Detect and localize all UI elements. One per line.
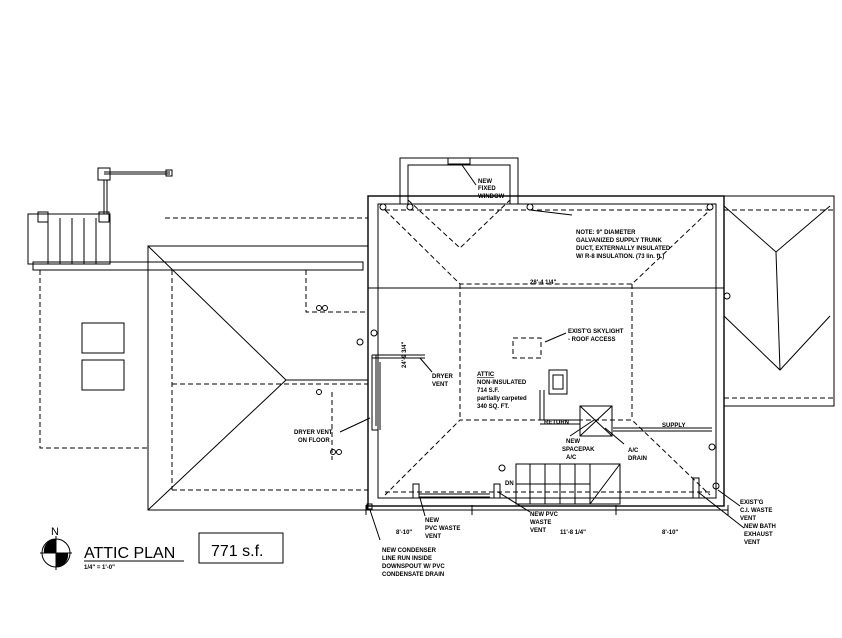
ci-waste-line: C.I. WASTE: [740, 508, 772, 514]
window-note-line: FIXED: [478, 186, 496, 192]
pvc-waste-vent-note-2: NEW PVC WASTE VENT: [530, 512, 559, 534]
attic-note-line: ATTIC: [477, 372, 495, 378]
condenser-note: NEW CONDENSER LINE RUN INSIDE DOWNSPOUT …: [382, 548, 445, 578]
window-note-line: WINDOW: [478, 194, 505, 200]
attic-note-line: 714 S.F.: [477, 388, 499, 394]
plan-scale: 1/4" = 1'-0": [84, 565, 115, 571]
dim-seg-mid: 11'-8 1/4": [560, 530, 586, 536]
condenser-line: DOWNSPOUT W/ PVC: [382, 564, 445, 570]
dimension-line-bottom: [365, 503, 729, 515]
bath-exhaust-vent-note: NEW BATH EXHAUST VENT: [744, 524, 776, 546]
attic-note-line: partially carpeted: [477, 396, 527, 402]
duct-note-line: GALVANIZED SUPPLY TRUNK: [576, 238, 662, 244]
dryer-vent-floor-note: DRYER VENT ON FLOOR: [294, 430, 333, 444]
north-arrow-icon: [40, 536, 72, 570]
dimension-height: 24'-9 3/4": [402, 342, 408, 368]
title-block: N ATTIC PLAN 1/4" = 1'-0" 771 s.f.: [40, 526, 284, 571]
condenser-line: LINE RUN INSIDE: [382, 556, 432, 562]
ci-waste-line: EXIST'G: [740, 500, 764, 506]
bath-exhaust-line: VENT: [744, 540, 760, 546]
dim-seg-left: 8'-10": [396, 530, 412, 536]
leader-lines: [339, 164, 745, 541]
down-label: DN: [505, 481, 514, 487]
skylight-note: EXIST'G SKYLIGHT - ROOF ACCESS: [568, 329, 624, 343]
spacepak-note: NEW SPACEPAK A/C: [562, 439, 595, 461]
pvc-waste-1-line: VENT: [425, 534, 441, 540]
condenser-line: NEW CONDENSER: [382, 548, 437, 554]
ac-drain-line: A/C: [628, 448, 639, 454]
left-wing: [27, 167, 364, 449]
spacepak-line: NEW: [566, 439, 580, 445]
ci-waste-line: VENT: [740, 516, 756, 522]
skylight-note-line: EXIST'G SKYLIGHT: [568, 329, 624, 335]
plan-title: ATTIC PLAN: [84, 545, 175, 562]
north-label: N: [51, 526, 59, 538]
dryer-vent-floor-line: DRYER VENT: [294, 430, 333, 436]
area-box: [198, 532, 284, 564]
return-label: RETURN: [544, 420, 569, 426]
skylight-note-line: - ROOF ACCESS: [568, 337, 615, 343]
duct-note: NOTE: 9" DIAMETER GALVANIZED SUPPLY TRUN…: [576, 230, 671, 260]
condenser-line: CONDENSATE DRAIN: [382, 572, 444, 578]
attic-note-line: 340 SQ. FT.: [477, 404, 509, 410]
area-value: 771 s.f.: [211, 543, 263, 560]
dim-seg-right: 8'-10": [662, 530, 678, 536]
pvc-waste-vent-note-1: NEW PVC WASTE VENT: [425, 518, 460, 540]
ac-drain-line: DRAIN: [628, 456, 647, 462]
dimension-width: 28'-4 1/4": [530, 280, 556, 286]
duct-note-line: DUCT, EXTERNALLY INSULATED: [576, 246, 671, 252]
window-note-line: NEW: [478, 179, 492, 185]
bath-exhaust-line: EXHAUST: [744, 532, 773, 538]
duct-note-line: NOTE: 9" DIAMETER: [576, 230, 636, 236]
attic-area-note: ATTIC NON-INSULATED 714 S.F. partially c…: [477, 372, 527, 410]
pvc-waste-1-line: NEW: [425, 518, 439, 524]
attic-main: [356, 157, 731, 507]
attic-note-line: NON-INSULATED: [477, 380, 527, 386]
ac-drain-note: A/C DRAIN: [628, 448, 647, 462]
pvc-waste-2-line: WASTE: [530, 520, 551, 526]
bath-exhaust-line: NEW BATH: [744, 524, 776, 530]
window-note: NEW FIXED WINDOW: [478, 179, 505, 200]
dryer-vent-line: VENT: [432, 382, 448, 388]
spacepak-line: SPACEPAK: [562, 447, 595, 453]
pvc-waste-1-line: PVC WASTE: [425, 526, 460, 532]
duct-note-line: W/ R-8 INSULATION. (73 lin. ft.): [576, 254, 664, 260]
dryer-vent-floor-line: ON FLOOR: [298, 438, 330, 444]
supply-label: SUPPLY: [662, 423, 685, 429]
right-wing: [723, 195, 835, 407]
spacepak-line: A/C: [566, 455, 577, 461]
dryer-vent-line: DRYER: [432, 374, 453, 380]
dryer-vent-note: DRYER VENT: [432, 374, 453, 388]
pvc-waste-2-line: VENT: [530, 528, 546, 534]
ci-waste-vent-note: EXIST'G C.I. WASTE VENT: [740, 500, 772, 522]
pvc-waste-2-line: NEW PVC: [530, 512, 559, 518]
